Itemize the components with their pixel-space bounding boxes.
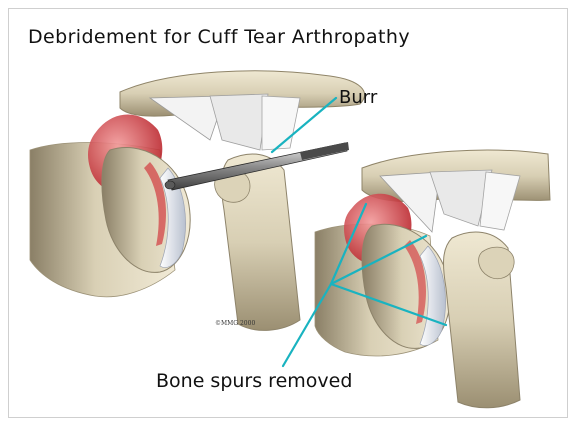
burr-label: Burr (339, 87, 377, 108)
bone-spurs-label: Bone spurs removed (156, 370, 352, 392)
copyright-text: ©MMG 2000 (215, 320, 255, 327)
left-shoulder-illustration (30, 71, 365, 331)
illustration-title: Debridement for Cuff Tear Arthropathy (28, 26, 548, 48)
